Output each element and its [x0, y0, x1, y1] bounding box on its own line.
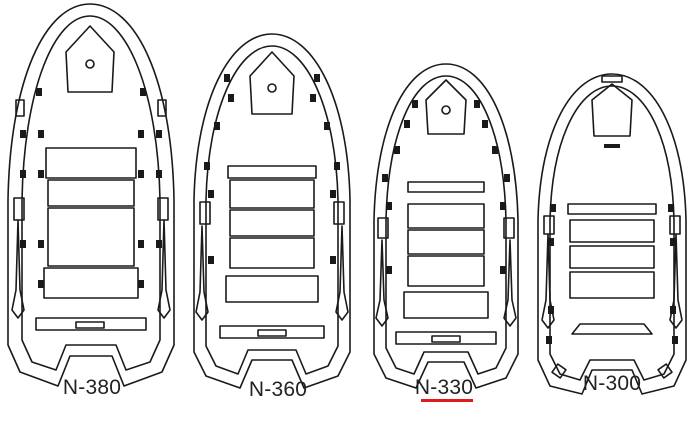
model-label-n380: N-380: [62, 376, 122, 399]
model-label-n360: N-360: [248, 378, 308, 401]
selected-model-underline: [421, 399, 473, 402]
model-label-n330: N-330: [414, 376, 474, 399]
boat-drawing-n360[interactable]: [188, 30, 363, 400]
boat-drawing-n300[interactable]: [532, 70, 694, 400]
boat-drawing-n380[interactable]: [0, 0, 185, 400]
model-label-n300: N-300: [582, 372, 642, 395]
boat-drawing-n330[interactable]: [368, 60, 533, 400]
